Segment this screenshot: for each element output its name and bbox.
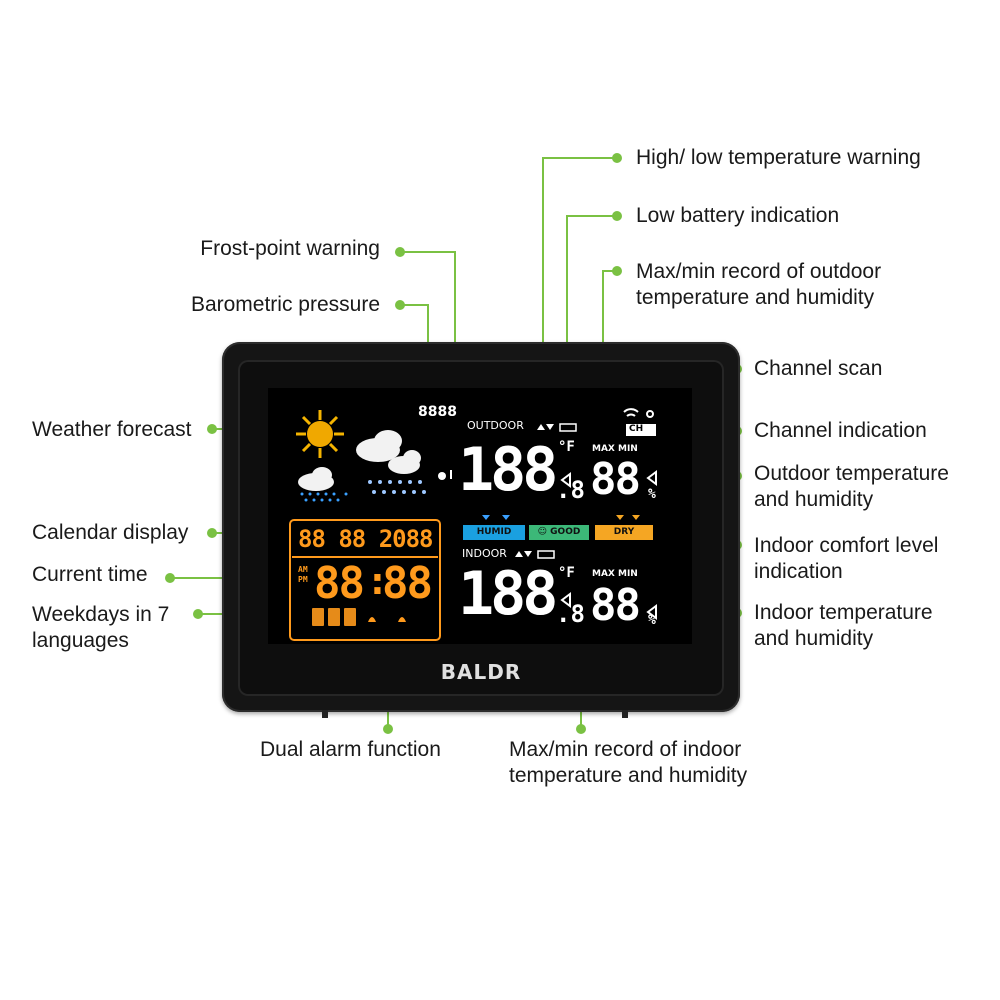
dot-frost [395,247,405,257]
comfort-arrows [482,515,510,520]
label-maxmin-outdoor-line2: temperature and humidity [636,286,875,309]
outdoor-label: OUTDOOR [467,419,524,432]
leader-high-low [542,157,617,422]
dot-weather [207,424,217,434]
time-panel-border [289,519,441,641]
cloud-icon [356,430,421,474]
indoor-temp-unit: °F [558,565,575,581]
pm-indicator: PM [298,575,308,584]
label-comfort-line2: indication [754,560,843,583]
dot-barometric [395,300,405,310]
channel-label: CH [629,424,644,434]
am-indicator: AM [298,565,308,574]
dot-time [165,573,175,583]
label-maxmin-outdoor-line1: Max/min record of outdoor [636,260,882,283]
dot-dual-alarm [383,724,393,734]
rain-drops-icon [300,492,348,502]
device-foot-right [622,710,628,718]
label-current-time: Current time [32,563,148,586]
label-weekdays-line2: languages [32,629,129,652]
snow-icon [368,480,426,494]
rain-cloud-icon [298,467,334,491]
label-maxmin-indoor-line1: Max/min record of indoor [509,738,742,761]
pressure-readout: 8888 [418,404,457,420]
indoor-temperature: 188 [458,559,558,629]
brand-logo: BALDR [440,660,522,684]
dot-maxmin-indoor [576,724,586,734]
indoor-max-min: MAX MIN [592,569,638,579]
weekday-blocks [312,608,356,626]
alarm-bell-icons [368,617,406,622]
time-minutes: 88 [382,558,433,609]
indoor-temperature-decimal: .8 [556,600,585,628]
label-low-battery: Low battery indication [636,204,840,227]
label-channel-scan: Channel scan [754,357,883,380]
time-hours: 88 [314,558,365,609]
label-maxmin-indoor-line2: temperature and humidity [509,764,748,787]
signal-icon [623,408,654,418]
outdoor-temp-unit: °F [558,439,575,455]
channel-box-icon [626,424,656,436]
label-indoor-temp-line2: and humidity [754,627,874,650]
indoor-alert-icons [515,550,555,559]
label-frost-point: Frost-point warning [200,237,380,260]
outdoor-humidity-percent: % [648,487,656,502]
dot-high-low [612,153,622,163]
label-high-low-warning: High/ low temperature warning [636,146,921,169]
label-weather-forecast: Weather forecast [32,418,192,441]
label-barometric: Barometric pressure [190,293,380,316]
label-weekdays-line1: Weekdays in 7 [32,603,170,626]
dot-weekdays [193,609,203,619]
dry-badge: DRY [595,525,653,540]
outdoor-temperature: 188 [458,435,558,505]
frost-icon [438,470,452,480]
dot-low-battery [612,211,622,221]
outdoor-alert-icons [537,423,577,432]
outdoor-max-min: MAX MIN [592,444,638,454]
dot-maxmin-outdoor [612,266,622,276]
outdoor-humidity: 88 [590,454,641,505]
indoor-humidity-percent: % [648,613,656,628]
label-comfort-line1: Indoor comfort level [754,534,939,557]
sun-icon [296,410,344,458]
label-outdoor-temp-line1: Outdoor temperature [754,462,949,485]
label-dual-alarm: Dual alarm function [260,738,441,761]
label-outdoor-temp-line2: and humidity [754,488,874,511]
device-foot-left [322,710,328,718]
trend-arrow-icons [560,470,657,620]
label-indoor-temp-line1: Indoor temperature [754,601,933,624]
indoor-humidity: 88 [590,580,641,631]
humid-badge: HUMID [463,525,525,540]
label-channel-indication: Channel indication [754,419,927,442]
calendar-readout: 88 88 2088 [298,525,433,553]
indoor-label: INDOOR [462,547,507,560]
dot-calendar [207,528,217,538]
label-calendar: Calendar display [32,521,189,544]
good-badge: ☺ GOOD [529,525,589,540]
time-colon: : [366,559,389,603]
outdoor-temperature-decimal: .8 [556,476,585,504]
